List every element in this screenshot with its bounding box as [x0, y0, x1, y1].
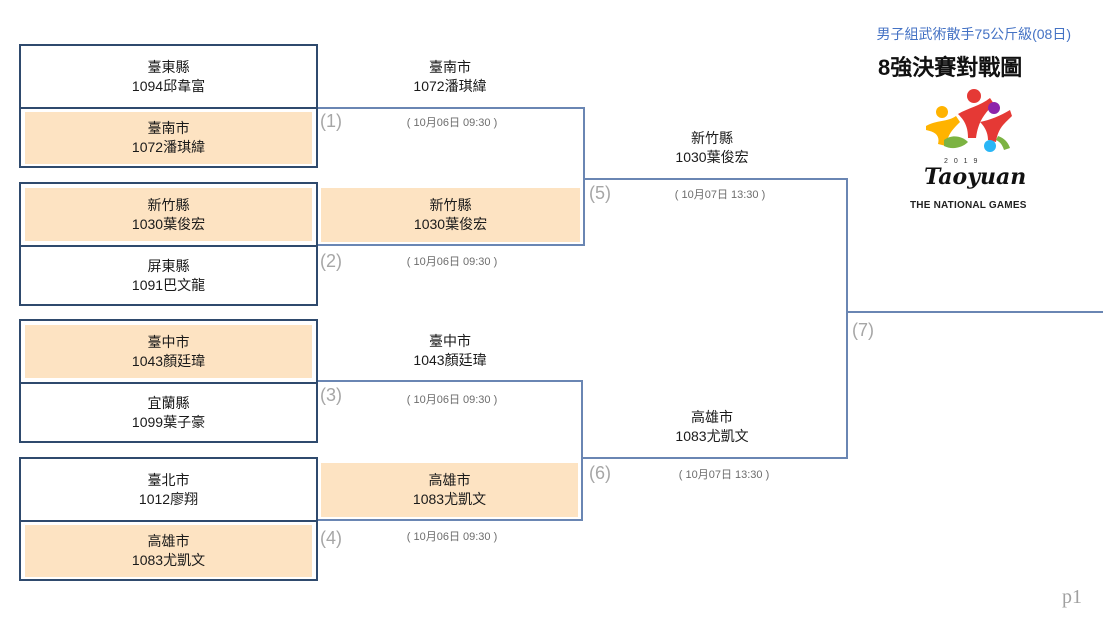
player-county: 臺南市 — [147, 120, 190, 136]
match-label: (1) — [320, 111, 342, 131]
player-entry-winner: 高雄市 1083尤凱文 — [25, 525, 312, 577]
winner-name: 1072潘琪緯 — [413, 78, 487, 94]
logo-wordmark: Taoyuan — [924, 164, 1027, 190]
logo-caption: THE NATIONAL GAMES — [910, 200, 1027, 211]
bracket-line — [318, 380, 582, 382]
match-time: ( 10月07日 13:30 ) — [674, 189, 766, 201]
logo-year: 2 0 1 9 — [944, 158, 980, 165]
mascot-figures-icon — [926, 89, 1012, 152]
winner-county: 高雄市 — [691, 409, 733, 425]
match-label: (6) — [589, 463, 611, 483]
match-time: ( 10月06日 09:30 ) — [406, 256, 498, 268]
bracket-line — [318, 107, 584, 109]
first-round-pair-1: 臺東縣 1094邱韋富 臺南市 1072潘琪緯 — [19, 44, 318, 168]
player-entry: 屏東縣 1091巴文龍 — [21, 247, 316, 304]
player-name: 1094邱韋富 — [131, 77, 206, 94]
player-name: 1072潘琪緯 — [131, 139, 206, 155]
page-number: p1 — [1062, 586, 1082, 608]
player-county: 臺中市 — [147, 333, 190, 350]
winner-county: 新竹縣 — [691, 130, 733, 146]
player-name: 1091巴文龍 — [131, 276, 206, 293]
match-time: ( 10月06日 09:30 ) — [406, 531, 498, 543]
match-result-highlight: 高雄市 1083尤凱文 — [321, 463, 578, 517]
winner-county: 新竹縣 — [429, 197, 472, 213]
match-time: ( 10月06日 09:30 ) — [406, 394, 498, 406]
bracket-line — [581, 380, 583, 521]
entry-divider — [21, 107, 316, 109]
page-title: 8強決賽對戰圖 — [878, 55, 1023, 80]
match-label: (2) — [320, 251, 342, 271]
player-entry-winner: 臺南市 1072潘琪緯 — [25, 112, 312, 164]
entry-divider — [21, 245, 316, 247]
winner-name: 1030葉俊宏 — [413, 216, 488, 232]
match-label: (4) — [320, 528, 342, 548]
match-result: 臺中市 1043顏廷瑋 — [330, 332, 570, 370]
player-county: 新竹縣 — [147, 196, 190, 213]
match-label: (7) — [852, 320, 874, 340]
bracket-line — [847, 311, 1103, 313]
entry-divider — [21, 520, 316, 522]
match-time: ( 10月06日 09:30 ) — [406, 117, 498, 129]
player-county: 屏東縣 — [147, 257, 190, 274]
match-time: ( 10月07日 13:30 ) — [678, 469, 770, 481]
match-result-highlight: 新竹縣 1030葉俊宏 — [321, 188, 580, 242]
player-entry: 臺東縣 1094邱韋富 — [21, 46, 316, 107]
match-label: (3) — [320, 385, 342, 405]
entry-divider — [21, 382, 316, 384]
winner-name: 1043顏廷瑋 — [413, 352, 487, 368]
match-result: 高雄市 1083尤凱文 — [592, 408, 832, 446]
bracket-line — [318, 519, 582, 521]
winner-name: 1030葉俊宏 — [675, 149, 749, 165]
match-result: 臺南市 1072潘琪緯 — [330, 58, 570, 96]
player-county: 宜蘭縣 — [147, 394, 190, 411]
first-round-pair-2: 新竹縣 1030葉俊宏 屏東縣 1091巴文龍 — [19, 182, 318, 306]
player-name: 1030葉俊宏 — [131, 215, 206, 232]
first-round-pair-3: 臺中市 1043顏廷瑋 宜蘭縣 1099葉子豪 — [19, 319, 318, 443]
player-entry-winner: 臺中市 1043顏廷瑋 — [25, 325, 312, 378]
player-county: 臺東縣 — [147, 58, 190, 75]
taoyuan-logo: 2 0 1 9 Taoyuan — [918, 86, 1026, 191]
winner-name: 1083尤凱文 — [412, 491, 487, 507]
player-name: 1083尤凱文 — [131, 552, 206, 568]
winner-name: 1083尤凱文 — [675, 428, 749, 444]
bracket-line — [584, 178, 847, 180]
bracket-line — [318, 244, 584, 246]
player-entry-winner: 新竹縣 1030葉俊宏 — [25, 188, 312, 241]
bracket-line — [583, 107, 585, 246]
player-county: 臺北市 — [147, 471, 190, 488]
subtitle: 男子組武術散手75公斤級(08日) — [876, 26, 1071, 42]
player-name: 1012廖翔 — [138, 490, 199, 507]
match-result: 新竹縣 1030葉俊宏 — [592, 129, 832, 167]
player-name: 1099葉子豪 — [131, 413, 206, 430]
match-label: (5) — [589, 183, 611, 203]
winner-county: 高雄市 — [428, 472, 471, 488]
player-entry: 臺北市 1012廖翔 — [21, 459, 316, 520]
winner-county: 臺南市 — [429, 59, 471, 75]
bracket-line — [846, 178, 848, 459]
player-entry: 宜蘭縣 1099葉子豪 — [21, 384, 316, 441]
winner-county: 臺中市 — [429, 333, 471, 349]
player-county: 高雄市 — [147, 533, 190, 549]
bracket-line — [582, 457, 847, 459]
first-round-pair-4: 臺北市 1012廖翔 高雄市 1083尤凱文 — [19, 457, 318, 581]
player-name: 1043顏廷瑋 — [131, 352, 206, 369]
